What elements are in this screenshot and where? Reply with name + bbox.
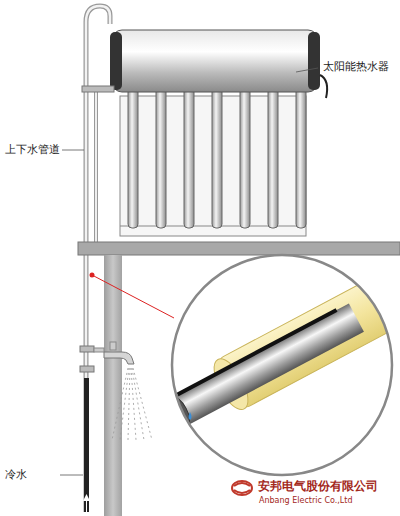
vacuum-tube	[240, 88, 250, 228]
vacuum-tube	[184, 88, 194, 228]
vacuum-tube	[268, 88, 278, 228]
vacuum-tube	[212, 88, 222, 228]
part-label: 太阳能热水器	[322, 60, 390, 73]
water-spray	[133, 368, 152, 440]
vacuum-tube	[128, 88, 138, 228]
company-name: 安邦电气股份有限公司	[257, 479, 379, 493]
water-spray	[128, 368, 130, 440]
water-spray	[112, 368, 128, 440]
water-spray	[120, 368, 129, 440]
part-label: 冷水	[4, 468, 28, 481]
vacuum-tube	[156, 88, 166, 228]
company-name-en: Anbang Electric Co.,Ltd	[258, 496, 354, 506]
vacuum-tube	[296, 88, 306, 228]
part-label: 上下水管道	[4, 143, 61, 156]
water-spray	[132, 368, 144, 440]
